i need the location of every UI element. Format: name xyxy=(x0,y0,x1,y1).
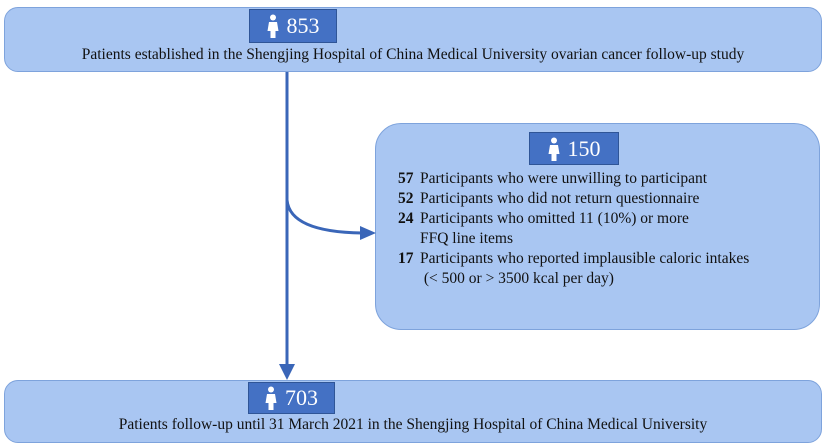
final-cohort-caption: Patients follow-up until 31 March 2021 i… xyxy=(118,416,708,433)
excluded-box: 150 57 Participants who were unwilling t… xyxy=(375,123,820,330)
exclusion-reason: 52 Participants who did not return quest… xyxy=(398,189,818,209)
enrolled-caption: Patients established in the Shengjing Ho… xyxy=(81,46,745,63)
exclusion-arrow-line xyxy=(285,199,363,235)
exclusion-reason: 17 Participants who reported implausible… xyxy=(398,249,818,289)
exclusion-count: 57 xyxy=(398,170,414,187)
exclusion-text: Participants who reported implausible ca… xyxy=(420,250,750,267)
exclusion-count: 24 xyxy=(398,210,414,227)
exclusion-count: 52 xyxy=(398,190,414,207)
exclusion-arrowhead xyxy=(360,226,376,240)
enrolled-count-badge: 853 xyxy=(249,9,337,43)
final-count-badge: 703 xyxy=(248,382,335,414)
exclusion-count: 17 xyxy=(398,250,414,267)
person-icon xyxy=(267,14,279,38)
exclusion-text-continued: (< 500 or > 3500 kcal per day) xyxy=(420,270,614,287)
exclusion-text: Participants who did not return question… xyxy=(420,190,700,207)
exclusion-text-continued: FFQ line items xyxy=(420,230,514,247)
person-icon xyxy=(548,137,560,161)
exclusion-reason: 24 Participants who omitted 11 (10%) or … xyxy=(398,209,818,249)
enrolled-count: 853 xyxy=(286,13,320,38)
final-cohort-box: 703 Patients follow-up until 31 March 20… xyxy=(4,380,822,443)
excluded-count-badge: 150 xyxy=(529,132,619,165)
excluded-count: 150 xyxy=(567,135,601,161)
final-count: 703 xyxy=(285,385,318,410)
main-flow-arrowhead xyxy=(279,364,295,380)
exclusion-reason: 57 Participants who were unwilling to pa… xyxy=(398,169,818,189)
exclusion-text: Participants who were unwilling to parti… xyxy=(420,170,708,187)
enrolled-box: 853 Patients established in the Shengjin… xyxy=(4,7,822,72)
exclusion-text: Participants who omitted 11 (10%) or mor… xyxy=(420,210,689,227)
person-icon xyxy=(265,386,277,410)
exclusion-reasons-list: 57 Participants who were unwilling to pa… xyxy=(398,169,818,289)
